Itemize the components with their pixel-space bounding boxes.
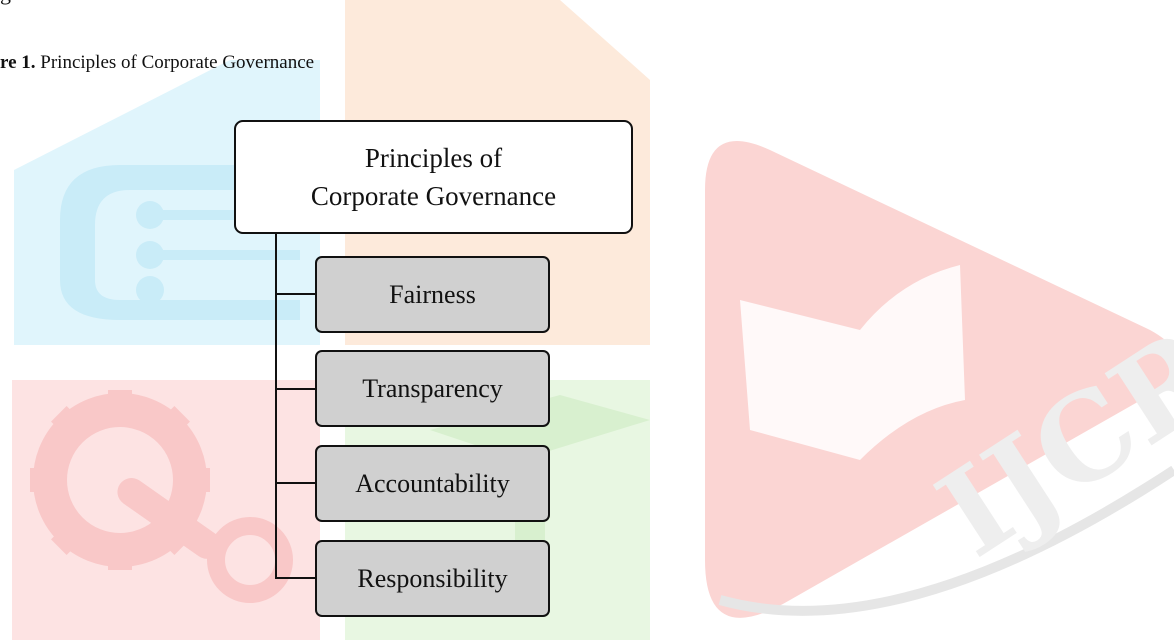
node-fairness: Fairness [315,256,550,333]
node-responsibility: Responsibility [315,540,550,617]
connector-trunk [275,234,277,579]
connector-branch [275,388,316,390]
figure-caption-label: re 1. [0,52,36,73]
connector-branch [275,577,316,579]
connector-branch [275,293,316,295]
root-node: Principles of Corporate Governance [234,120,633,234]
connector-branch [275,482,316,484]
figure-caption: re 1. Principles of Corporate Governance [0,52,314,74]
node-transparency: Transparency [315,350,550,427]
root-node-line2: Corporate Governance [310,181,557,211]
section-heading-fragment: g [0,0,11,6]
root-node-line1: Principles of [364,143,503,173]
figure-caption-text: Principles of Corporate Governance [35,52,315,73]
node-accountability: Accountability [315,445,550,522]
